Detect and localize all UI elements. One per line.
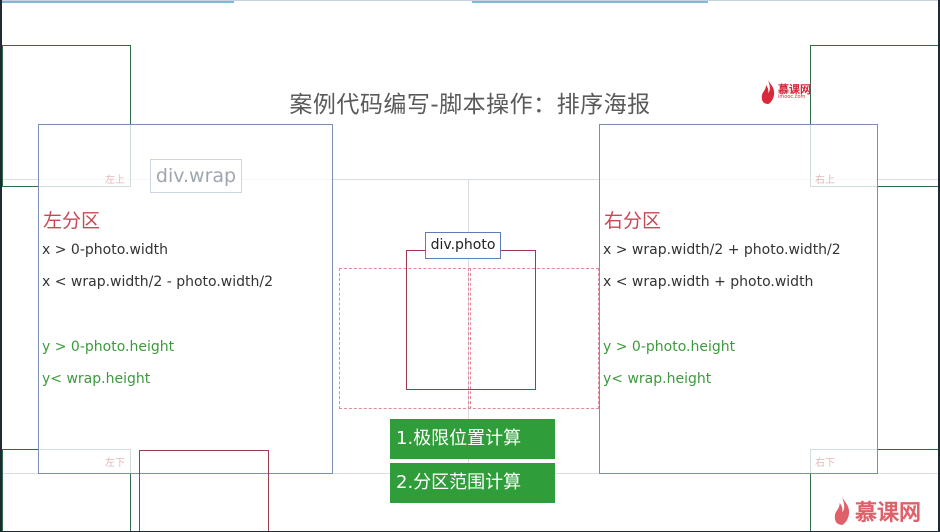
- brand-watermark-text: 慕课网: [855, 501, 922, 526]
- left-zone-y-min: y > 0-photo.height: [42, 339, 175, 355]
- flame-icon: [834, 497, 850, 525]
- right-zone-x-min: x > wrap.width/2 + photo.width/2: [603, 242, 841, 258]
- corner-label-bottom-left: 左下: [105, 458, 125, 469]
- corner-label-top-right: 右上: [815, 175, 835, 186]
- brand-subtitle: imooc.com: [778, 94, 806, 100]
- photo-box: [406, 250, 536, 390]
- brand-watermark: 慕课网: [832, 495, 921, 527]
- slide-title: 案例代码编写-脚本操作：排序海报: [289, 92, 651, 118]
- photo-label: div.photo: [425, 232, 501, 259]
- left-zone-x-max: x < wrap.width/2 - photo.width/2: [42, 274, 273, 290]
- step-box-1: 1.极限位置计算: [390, 419, 555, 459]
- corner-label-top-left: 左上: [105, 175, 125, 186]
- step-box-2: 2.分区范围计算: [390, 463, 555, 503]
- right-zone-x-max: x < wrap.width + photo.width: [603, 274, 814, 290]
- wrap-label: div.wrap: [150, 159, 242, 193]
- brand-name: 慕课网: [778, 83, 811, 96]
- right-zone-y-max: y< wrap.height: [603, 371, 712, 387]
- right-zone-panel: [599, 124, 878, 474]
- range-box-right: [468, 268, 599, 409]
- left-zone-x-min: x > 0-photo.width: [42, 242, 169, 258]
- right-zone-y-min: y > 0-photo.height: [603, 339, 736, 355]
- top-accent-line: [472, 1, 708, 3]
- left-zone-y-max: y< wrap.height: [42, 371, 151, 387]
- corner-label-bottom-right: 右下: [815, 458, 835, 469]
- top-accent-line: [2, 1, 234, 3]
- range-box-left: [339, 268, 471, 409]
- flame-icon: [761, 80, 775, 104]
- right-zone-heading: 右分区: [604, 210, 662, 232]
- left-zone-heading: 左分区: [43, 210, 101, 232]
- guide-line-horizontal: [2, 179, 938, 180]
- photo-box-bottom: [139, 450, 269, 531]
- brand-logo: 慕课网 imooc.com: [760, 79, 811, 105]
